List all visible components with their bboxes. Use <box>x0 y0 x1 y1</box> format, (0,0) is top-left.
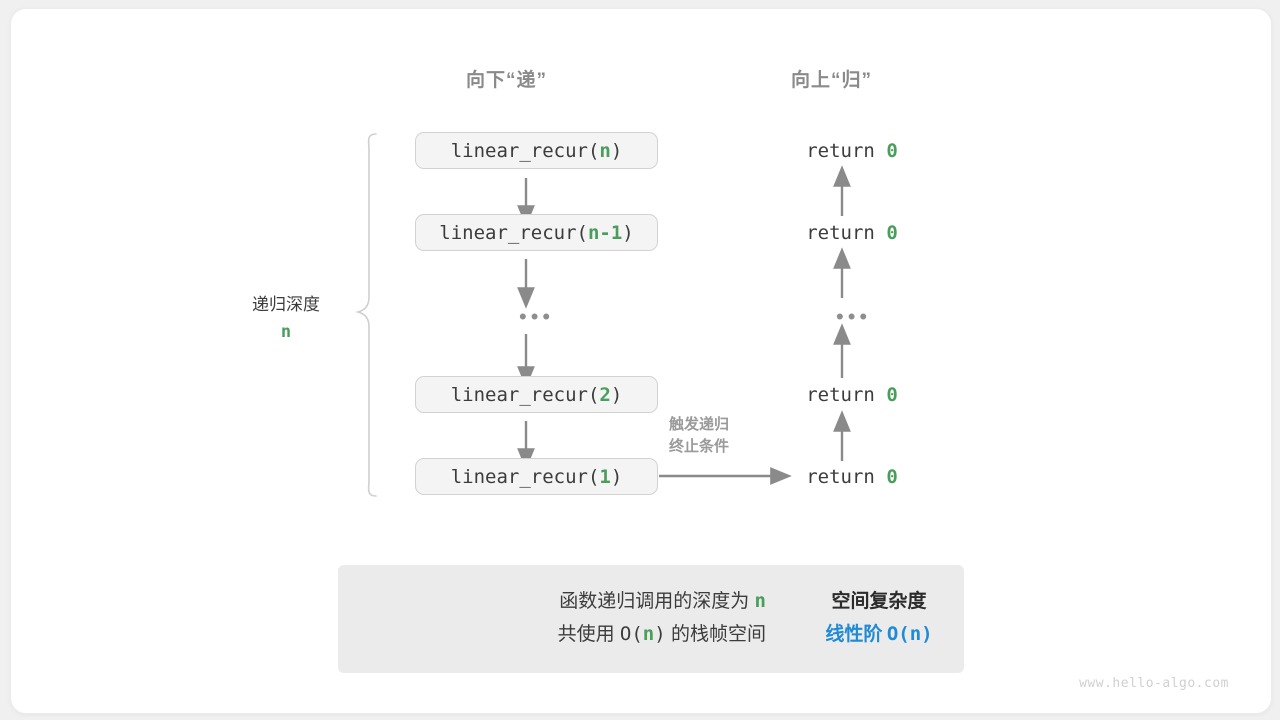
call-label-arg-1: n <box>599 139 611 162</box>
summary-line2-n: n <box>642 623 655 646</box>
return-value-1: 0 <box>886 140 898 162</box>
call-frame-box-2[interactable]: linear_recur(n-1) <box>415 214 658 251</box>
call-label-prefix-3: linear_recur( <box>450 383 600 406</box>
return-statement-3: return 0 <box>757 384 947 406</box>
summary-line2-bigo-open: O( <box>619 623 643 646</box>
summary-right-text: 空间复杂度 线性阶 O(n) <box>804 585 954 652</box>
call-label-arg-4: 1 <box>599 465 611 488</box>
return-statement-2: return 0 <box>757 222 947 244</box>
summary-line2-bigo-close: ) <box>654 623 666 646</box>
summary-line2-text-a: 共使用 <box>557 624 615 646</box>
ellipsis-left: ••• <box>519 304 555 329</box>
header-descend: 向下“递” <box>466 70 548 91</box>
termination-note-line2: 终止条件 <box>669 437 730 455</box>
summary-line1-text: 函数递归调用的深度为 <box>559 591 750 612</box>
return-statement-4: return 0 <box>757 466 947 488</box>
summary-complexity-expr: O(n) <box>886 623 933 646</box>
call-label-suffix-3: ) <box>610 383 623 406</box>
recursion-depth-text: 递归深度 <box>252 295 320 314</box>
summary-complexity-title: 空间复杂度 <box>831 591 927 612</box>
termination-condition-note: 触发递归 终止条件 <box>669 414 729 458</box>
summary-complexity-label: 线性阶 <box>825 624 883 646</box>
return-keyword-4: return <box>806 466 875 488</box>
return-statement-1: return 0 <box>757 140 947 162</box>
return-keyword-2: return <box>806 222 875 244</box>
return-keyword-1: return <box>806 140 875 162</box>
header-ascend: 向上“归” <box>791 70 873 91</box>
summary-line1-n: n <box>754 590 766 612</box>
call-frame-box-1[interactable]: linear_recur(n) <box>415 132 658 169</box>
call-label-arg-2: n-1 <box>587 221 623 244</box>
call-label-suffix-1: ) <box>610 139 623 162</box>
summary-line2-text-b: 的栈帧空间 <box>670 624 766 646</box>
call-label-suffix-2: ) <box>622 221 634 244</box>
call-label-prefix-2: linear_recur( <box>439 221 588 244</box>
call-label-prefix-4: linear_recur( <box>450 465 600 488</box>
recursion-depth-label: 递归深度 n <box>211 291 361 346</box>
ellipsis-right: ••• <box>836 304 872 329</box>
call-label-arg-3: 2 <box>599 383 611 406</box>
summary-left-text: 函数递归调用的深度为 n 共使用 O(n) 的栈帧空间 <box>366 585 766 652</box>
return-value-4: 0 <box>886 466 898 488</box>
call-label-prefix-1: linear_recur( <box>450 139 600 162</box>
call-frame-box-4[interactable]: linear_recur(1) <box>415 458 658 495</box>
return-value-3: 0 <box>886 384 898 406</box>
termination-note-line1: 触发递归 <box>669 416 730 433</box>
diagram-card: 向下“递” 向上“归” 递归深度 n linear_recur(n) l <box>10 8 1272 714</box>
summary-panel: 函数递归调用的深度为 n 共使用 O(n) 的栈帧空间 空间复杂度 线性阶 O(… <box>338 565 964 673</box>
return-value-2: 0 <box>886 222 898 244</box>
call-label-suffix-4: ) <box>610 465 623 488</box>
return-keyword-3: return <box>806 384 875 406</box>
recursion-depth-value: n <box>280 322 292 343</box>
call-frame-box-3[interactable]: linear_recur(2) <box>415 376 658 413</box>
watermark: www.hello-algo.com <box>1079 676 1229 691</box>
